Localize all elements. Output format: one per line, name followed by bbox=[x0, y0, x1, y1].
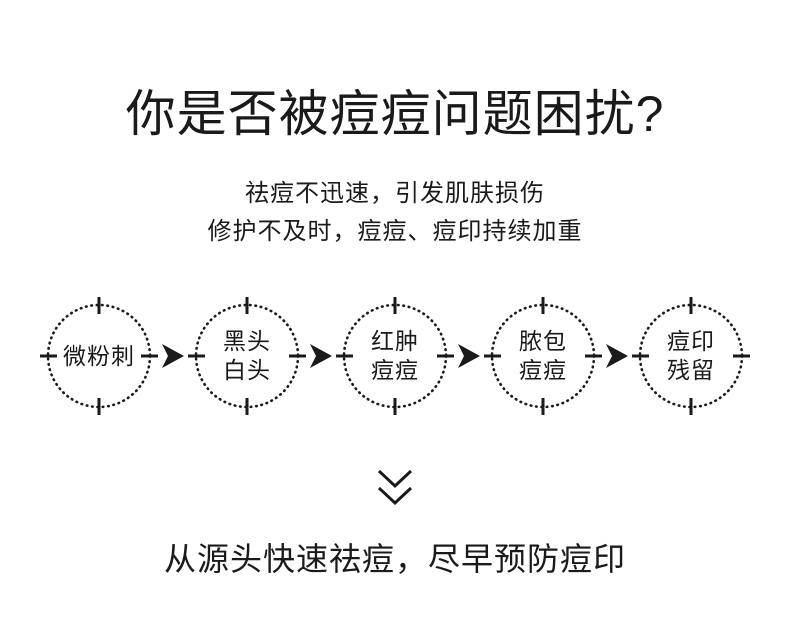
stage-item: 微粉刺 bbox=[38, 295, 160, 417]
dotted-crosshair-circle-icon bbox=[484, 297, 602, 415]
acne-progression-row: 微粉刺 黑头 白头 红肿 bbox=[38, 295, 752, 417]
dotted-crosshair-circle-icon bbox=[632, 297, 750, 415]
stage-label: 红肿 痘痘 bbox=[371, 328, 419, 383]
dotted-crosshair-circle-icon bbox=[40, 297, 158, 415]
stage-label: 痘印 残留 bbox=[667, 328, 715, 383]
stage-item: 脓包 痘痘 bbox=[482, 295, 604, 417]
dotted-crosshair-circle-icon bbox=[188, 297, 306, 415]
subtitle: 祛痘不迅速，引发肌肤损伤 修护不及时，痘痘、痘印持续加重 bbox=[208, 175, 583, 251]
dotted-crosshair-circle-icon bbox=[336, 297, 454, 415]
arrow-right-icon bbox=[604, 344, 630, 368]
footer-tagline: 从源头快速祛痘，尽早预防痘印 bbox=[163, 541, 626, 577]
stage-item: 黑头 白头 bbox=[186, 295, 308, 417]
arrow-right-icon bbox=[456, 344, 482, 368]
stage-label: 微粉刺 bbox=[63, 342, 135, 369]
stage-item: 痘印 残留 bbox=[630, 295, 752, 417]
double-chevron-down-icon bbox=[373, 469, 417, 507]
subtitle-line-1: 祛痘不迅速，引发肌肤损伤 bbox=[245, 180, 545, 207]
stage-label: 黑头 白头 bbox=[223, 328, 271, 383]
subtitle-line-2: 修护不及时，痘痘、痘印持续加重 bbox=[207, 218, 583, 245]
page-title: 你是否被痘痘问题困扰? bbox=[125, 86, 665, 142]
stage-label: 脓包 痘痘 bbox=[519, 328, 567, 383]
arrow-right-icon bbox=[308, 344, 334, 368]
stage-item: 红肿 痘痘 bbox=[334, 295, 456, 417]
arrow-right-icon bbox=[160, 344, 186, 368]
